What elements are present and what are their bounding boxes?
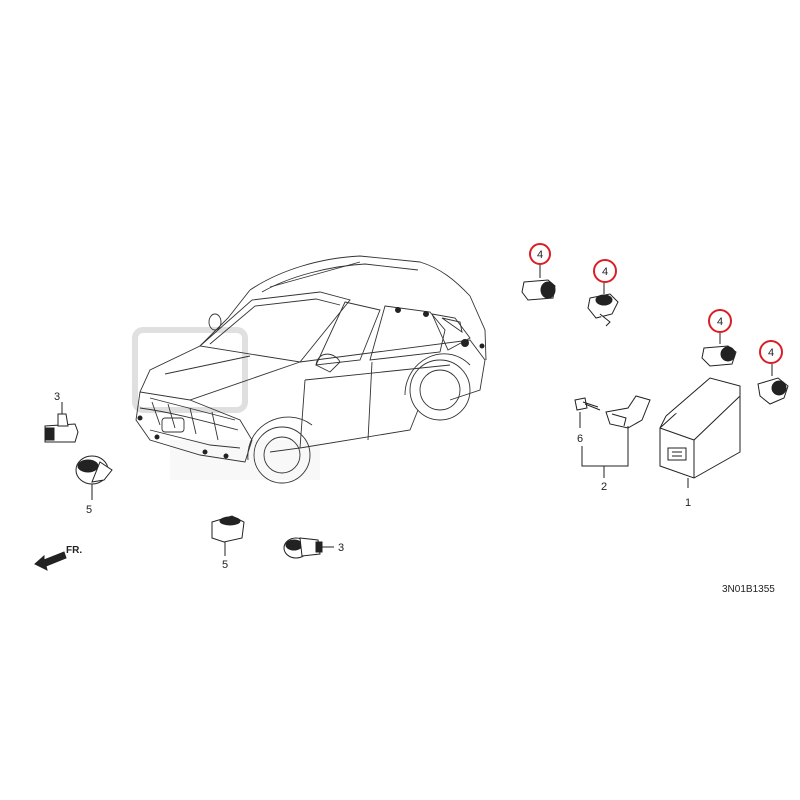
callout-4-c: 4 (717, 316, 723, 328)
callout-4-d: 4 (768, 347, 774, 359)
front-direction-label: FR. (66, 545, 82, 556)
bracket-assembly-2 (574, 395, 651, 478)
parking-sensor-3-bottom (283, 537, 334, 559)
callout-4-d-highlight (759, 340, 783, 364)
callout-1: 1 (685, 497, 691, 509)
callout-2: 2 (601, 481, 607, 493)
parking-sensor-4-a (521, 264, 556, 301)
front-direction-arrow (34, 551, 67, 571)
callout-5-bottom: 5 (222, 559, 228, 571)
callout-4-b: 4 (602, 266, 608, 278)
diagram-code: 3N01B1355 (722, 584, 775, 595)
parking-sensor-4-d (757, 364, 789, 405)
parking-sensor-5-bottom (211, 515, 245, 556)
callout-5-left: 5 (86, 504, 92, 516)
parking-sensor-4-c (701, 333, 737, 367)
callout-4-c-highlight (708, 309, 732, 333)
callout-3-bottom: 3 (338, 542, 344, 554)
callout-4-b-highlight (593, 259, 617, 283)
callout-4-a-highlight (529, 243, 551, 265)
control-unit-1 (659, 377, 741, 488)
callout-4-a: 4 (537, 249, 543, 261)
callout-6: 6 (577, 433, 583, 445)
parking-sensor-4-b (587, 283, 619, 327)
vehicle-illustration (135, 255, 487, 484)
callout-3-left: 3 (54, 391, 60, 403)
parking-sensor-5-left (75, 455, 113, 500)
sensor-bracket-3-left (44, 402, 79, 443)
